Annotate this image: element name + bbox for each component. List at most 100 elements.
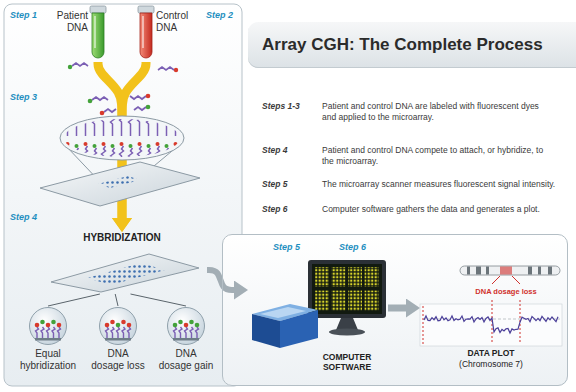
dna-fragments <box>92 97 108 100</box>
dna-fragments <box>88 99 93 104</box>
scanner-computer <box>315 267 329 287</box>
spot-closeup <box>166 306 206 346</box>
spot-closeup <box>41 327 44 339</box>
node-label: Control DNA <box>156 6 200 34</box>
leader-line <box>48 294 100 306</box>
spot-closeup <box>106 327 109 339</box>
hybridization-slide: HYBRIDIZATION <box>37 232 207 294</box>
spot-closeup <box>47 327 50 339</box>
magnified-slide <box>98 176 140 188</box>
dna-fragments <box>104 109 116 112</box>
spot-closeup <box>174 327 177 339</box>
plot-graph <box>467 267 470 275</box>
step-label: Step 5 <box>262 179 288 189</box>
magnified-slide <box>64 118 180 158</box>
scanner-computer <box>332 291 346 311</box>
test-tube <box>90 6 106 13</box>
scanner-computer <box>365 291 379 311</box>
step-label: Step 4 <box>10 212 37 222</box>
result-panel-fill <box>222 234 568 386</box>
spot-closeup <box>184 323 189 328</box>
spot-closeup <box>116 323 121 328</box>
microarray-slide <box>51 254 199 292</box>
step-description: Patient and control DNA compete to attac… <box>322 145 544 167</box>
step-label: Step 1 <box>10 10 37 20</box>
spot-closeup <box>127 323 132 328</box>
spot-closeup <box>196 327 199 339</box>
step-label: Step 2 <box>206 10 233 20</box>
dna-fragments <box>146 105 151 110</box>
node-label: COMPUTER SOFTWARE <box>318 352 376 372</box>
plot-graph <box>538 267 541 275</box>
plot-graph <box>420 262 562 346</box>
node-label: DNA dosage gain <box>158 348 214 372</box>
scanner-computer <box>315 291 329 311</box>
dna-fragments <box>146 94 151 99</box>
spot-closeup <box>105 338 131 341</box>
test-tube <box>140 13 152 58</box>
spot-closeup <box>121 320 126 325</box>
spot-closeup <box>35 338 61 341</box>
spot-circle: Equal hybridization <box>15 306 81 372</box>
spot-closeup <box>195 323 200 328</box>
scanner-computer <box>329 329 365 336</box>
plot-graph <box>486 267 489 275</box>
step-label: Steps 1-3 <box>262 101 300 111</box>
scanner-computer <box>336 318 358 330</box>
spot-closeup <box>28 306 68 346</box>
spot-closeup <box>30 308 67 345</box>
plot-graph <box>420 304 562 346</box>
flow-arrow <box>207 270 234 290</box>
scanner-computer <box>248 258 388 352</box>
spot-closeup <box>35 323 40 328</box>
plot-graph <box>476 267 481 275</box>
computer-software: COMPUTER SOFTWARE <box>248 258 388 372</box>
node-label: Equal hybridization <box>15 348 81 372</box>
spot-closeup <box>58 327 61 339</box>
dna-fragments <box>130 96 146 99</box>
spot-closeup <box>173 323 178 328</box>
spot-closeup <box>40 320 45 325</box>
spot-closeup <box>46 323 51 328</box>
spot-closeup <box>190 327 193 339</box>
dna-fragments <box>72 63 88 66</box>
spot-closeup <box>57 323 62 328</box>
spot-closeup <box>128 327 131 339</box>
step-description: Patient and control DNA are labeled with… <box>322 101 544 123</box>
plot-graph <box>460 266 560 275</box>
spot-closeup <box>189 320 194 325</box>
flow-arrow <box>388 305 406 312</box>
scanner-computer <box>365 267 379 287</box>
dna-fragments <box>68 63 178 115</box>
spot-closeup <box>36 327 39 339</box>
dna-fragments <box>68 65 72 69</box>
scanner-computer <box>308 260 386 318</box>
spot-closeup <box>122 327 125 339</box>
magnified-slide <box>40 116 200 206</box>
plot-graph <box>500 267 512 275</box>
microarray-slide <box>37 244 207 294</box>
test-tube <box>88 6 108 62</box>
scanner-computer <box>348 291 362 311</box>
test-tube <box>138 6 154 13</box>
data-plot: DNA dosage lossDATA PLOT(Chromosome 7) <box>420 262 562 372</box>
dna-fragments <box>174 68 178 72</box>
step-description: Computer software gathers the data and g… <box>322 204 568 215</box>
step-label: Step 5 <box>273 242 300 252</box>
plot-graph <box>423 306 424 344</box>
scanner-computer <box>252 314 280 348</box>
magnified-slide <box>60 116 184 160</box>
scanner-computer <box>312 264 382 314</box>
node-label: DNA dosage loss <box>470 287 542 296</box>
control-dna-tube: Control DNA <box>136 6 200 62</box>
spot-closeup <box>168 308 205 345</box>
step-label: Step 3 <box>10 92 37 102</box>
node-label: DATA PLOT <box>420 348 562 358</box>
plot-graph <box>528 267 532 275</box>
spot-closeup <box>178 320 183 325</box>
plot-graph <box>492 300 520 342</box>
dna-fragments <box>158 67 174 70</box>
test-tube <box>136 6 156 62</box>
step-description: The microarray scanner measures fluoresc… <box>322 179 568 190</box>
